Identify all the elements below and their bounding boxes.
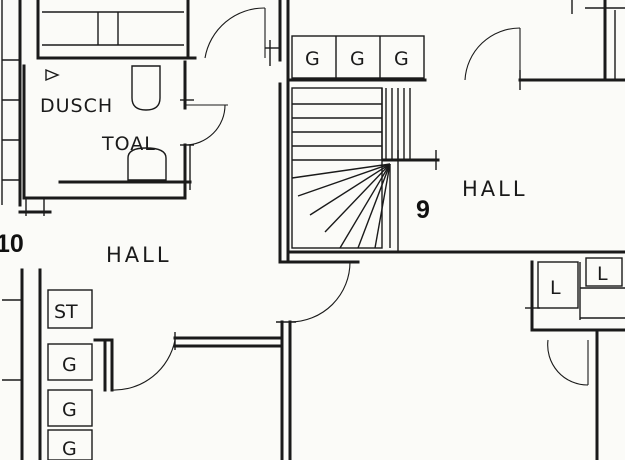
shower-drain-icon: [45, 68, 60, 82]
garderob-label: G: [62, 354, 77, 376]
basin-icon: [127, 147, 167, 181]
door-swings: [111, 7, 589, 391]
storage-label-st: ST: [54, 301, 78, 323]
garderob-label: G: [350, 48, 365, 70]
room-label-toal: TOAL: [101, 133, 156, 155]
room-label-hall-right: HALL: [462, 177, 528, 201]
garderob-label: G: [394, 48, 409, 70]
garderob-label: G: [62, 438, 77, 460]
linen-label: L: [550, 277, 561, 299]
garderob-label: G: [305, 48, 320, 70]
staircase: [291, 87, 440, 249]
garderob-label: G: [62, 399, 77, 421]
fixtures: [45, 35, 623, 460]
linen-label: L: [597, 263, 608, 285]
labels: DUSCH TOAL HALL HALL 9 10 G G G ST G G G…: [0, 48, 608, 460]
room-label-hall-left: HALL: [106, 243, 172, 267]
wc-icon: [131, 65, 161, 111]
apartment-number-10: 10: [0, 230, 24, 258]
room-label-dusch: DUSCH: [40, 95, 113, 117]
apartment-number-9: 9: [416, 196, 430, 224]
